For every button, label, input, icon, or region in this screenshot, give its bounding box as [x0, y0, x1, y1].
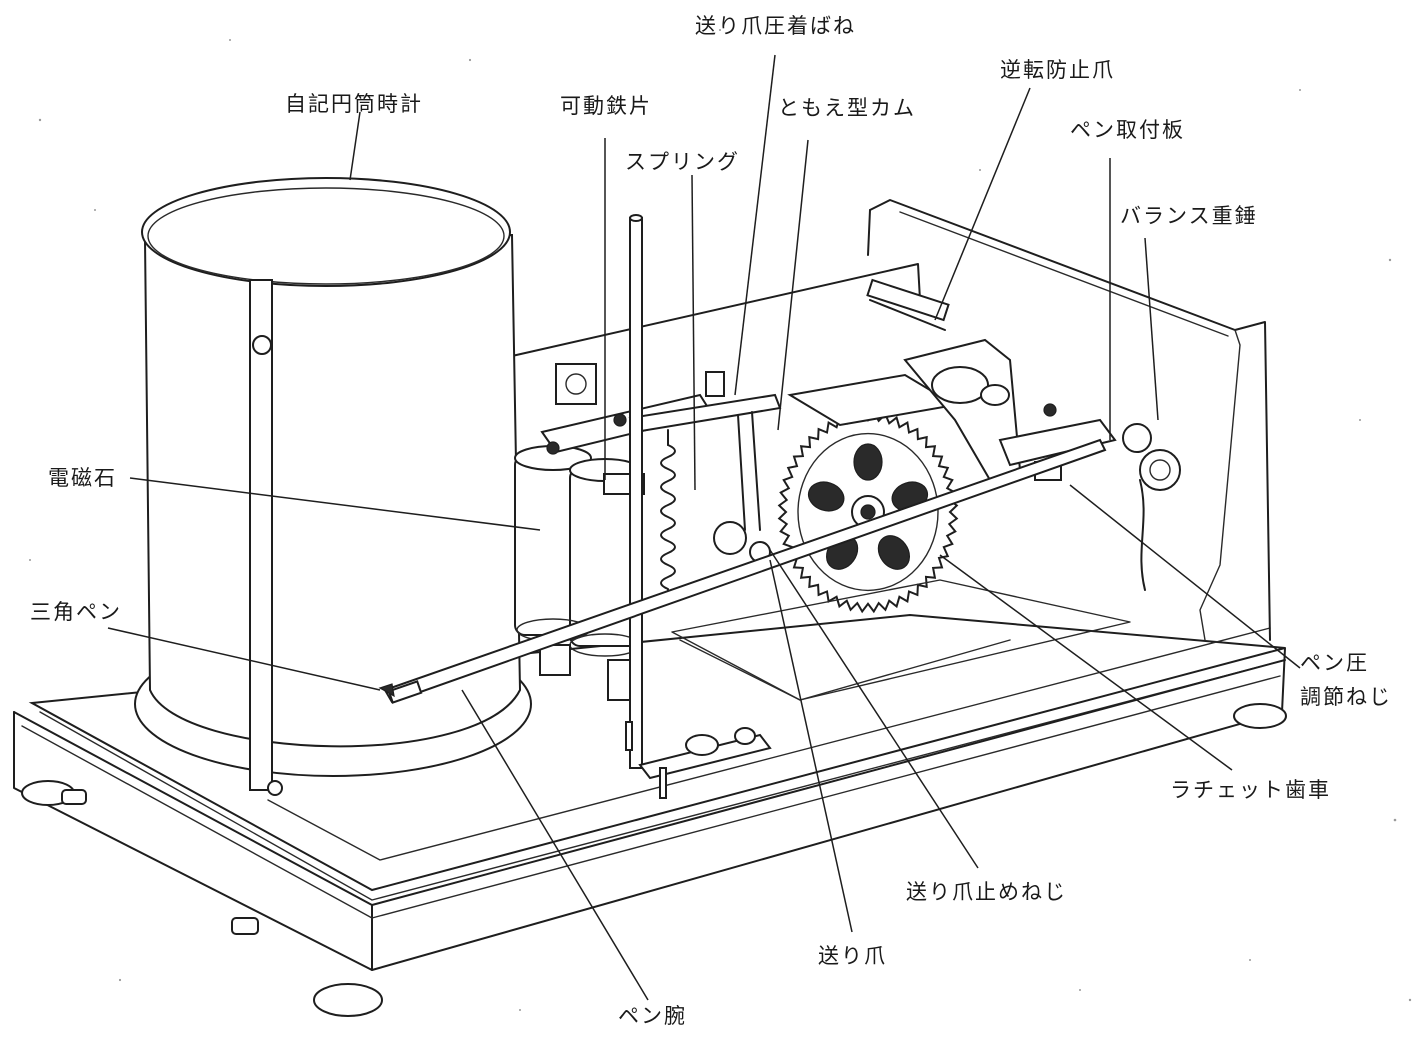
ratchet-spoke-hole [807, 481, 845, 512]
label-feed-pawl-pressure-spring: 送り爪圧着ばね [695, 14, 856, 38]
rear-frame [511, 199, 1271, 641]
label-pen-arm: ペン腕 [618, 1004, 687, 1028]
label-balance-weight: バランス重錘 [1120, 204, 1258, 228]
chart-tray [671, 579, 1131, 701]
electromagnet [514, 363, 714, 701]
label-triangle-pen: 三角ペン [30, 600, 122, 624]
label-spring: スプリング [625, 150, 740, 174]
ratchet-nut [860, 504, 876, 520]
cam-and-pawls [713, 278, 1181, 591]
spring-assembly [603, 371, 782, 601]
label-electromagnet: 電磁石 [48, 466, 117, 490]
leader-lines [107, 54, 1301, 1001]
ratchet-rim [797, 432, 939, 592]
label-pen-pressure-screw: ペン圧 調節ねじ [1300, 651, 1392, 709]
ratchet-spoke-hole [877, 535, 910, 570]
vertical-rod [629, 214, 643, 769]
label-recording-drum-clock: 自記円筒時計 [285, 92, 423, 116]
label-feed-pawl-stop-screw: 送り爪止めねじ [906, 880, 1067, 904]
label-tomoe-cam: ともえ型カム [778, 96, 916, 120]
label-ratchet-wheel: ラチェット歯車 [1170, 778, 1331, 802]
label-feed-pawl: 送り爪 [818, 944, 887, 968]
ratchet-spoke-hole [853, 443, 883, 481]
label-movable-iron-piece: 可動鉄片 [560, 94, 652, 118]
pen-arm [378, 438, 1107, 704]
paper-specks [29, 29, 1412, 1011]
label-reverse-stop-pawl: 逆転防止爪 [1000, 58, 1115, 82]
label-pen-mounting-plate: ペン取付板 [1070, 118, 1185, 142]
recording-drum [134, 177, 532, 796]
pen-lifter [625, 721, 772, 799]
